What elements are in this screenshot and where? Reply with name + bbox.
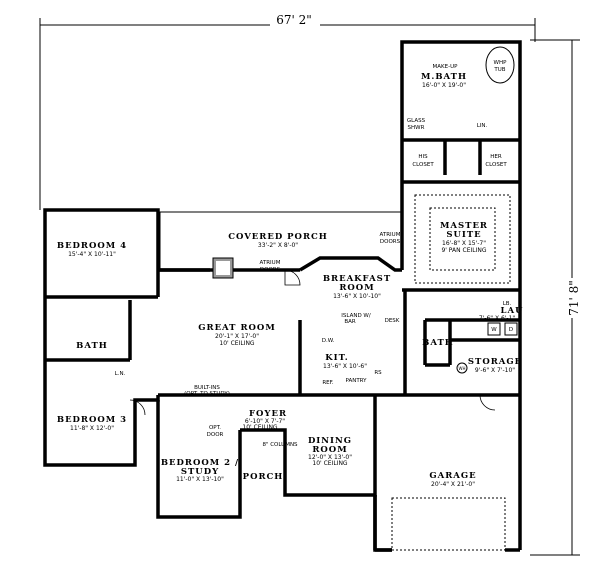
dining-room-label-2: ROOM <box>312 445 347 455</box>
width-dimension: 67' 2" <box>39 13 536 210</box>
breakfast-room-label: BREAKFAST <box>323 274 391 284</box>
foyer-size: 6'-10" X 7'-7" <box>245 418 285 425</box>
storage-label: STORAGE <box>468 357 522 367</box>
washer-icon <box>487 322 501 336</box>
covered-porch-size: 33'-2" X 8'-0" <box>258 242 298 249</box>
opt-door-label: OPT. <box>209 425 221 431</box>
washer-label: W <box>491 327 497 333</box>
water-heater-label: WH <box>459 366 466 371</box>
width-label: 67' 2" <box>276 13 312 27</box>
laundry-label: LAU <box>501 306 524 316</box>
her-closet-label-2: CLOSET <box>485 162 507 168</box>
foyer-label: FOYER <box>249 409 287 419</box>
master-bath-label: M.BATH <box>421 72 467 82</box>
master-suite-ceiling: 9' PAN CEILING <box>441 247 486 254</box>
bar-label: BAR <box>344 319 356 325</box>
dining-room-ceiling: 10' CEILING <box>312 460 348 467</box>
island-label: ISLAND W/ <box>341 313 371 319</box>
bedroom-3-label: BEDROOM 3 <box>57 415 127 425</box>
foyer-ceiling: 10' CEILING <box>242 424 278 431</box>
bath-label: BATH <box>422 338 454 348</box>
atrium-doors-label: ATRIUM <box>380 232 401 238</box>
breakfast-room-label-2: ROOM <box>339 283 374 293</box>
master-suite-size: 16'-8" X 15'-7" <box>442 240 486 247</box>
depth-label: 71' 8" <box>567 280 581 316</box>
master-suite-label: MASTER <box>440 221 488 231</box>
great-room-size: 20'-1" X 17'-0" <box>215 333 259 340</box>
door-icon <box>129 399 146 416</box>
bedroom-2-label: BEDROOM 2 / <box>161 458 239 468</box>
laundry-size: 7'-6" X 6'-1" <box>479 315 516 322</box>
his-closet-label-2: CLOSET <box>412 162 434 168</box>
refrigerator-label: REF. <box>322 380 334 386</box>
make-up-label: MAKE-UP <box>433 64 459 70</box>
bath-label: BATH <box>76 341 108 351</box>
linen-label: LIN. <box>477 123 488 129</box>
bedroom-2-size: 11'-0" X 13'-10" <box>176 476 224 483</box>
dryer-icon <box>504 322 518 336</box>
desk-label: DESK <box>385 318 400 324</box>
master-suite-label-2: SUITE <box>446 230 481 240</box>
kitchen-label: KIT. <box>325 353 349 363</box>
porch-label: PORCH <box>243 472 284 482</box>
garage-size: 20'-4" X 21'-0" <box>431 481 475 488</box>
depth-dimension: 71' 8" <box>530 39 581 556</box>
door-icon <box>479 394 496 411</box>
whirlpool-tub-icon <box>485 46 515 84</box>
bedroom-4-size: 15'-4" X 10'-11" <box>68 251 116 258</box>
dryer-label: D <box>509 327 513 333</box>
whp-label: WHP <box>494 60 508 66</box>
storage-size: 9'-6" X 7'-10" <box>475 367 515 374</box>
linen-label: L.N. <box>115 371 126 377</box>
his-closet-label: HIS <box>418 154 428 160</box>
pantry-label: PANTRY <box>345 378 367 384</box>
covered-porch-label: COVERED PORCH <box>228 232 328 242</box>
dishwasher-label: D.W. <box>322 338 335 344</box>
columns-label: 8" COLUMNS <box>262 442 298 448</box>
bedroom-3-size: 11'-8" X 12'-0" <box>70 425 114 432</box>
walls <box>43 40 522 552</box>
laundry-lb-label: LB. <box>503 301 512 307</box>
opt-door-label-2: DOOR <box>207 432 224 438</box>
garage-label: GARAGE <box>429 471 476 481</box>
atrium-doors-label-2: DOORS <box>380 239 401 245</box>
bedroom-4-label: BEDROOM 4 <box>57 241 127 251</box>
room-labels: MAKE-UP M.BATH 16'-0" X 19'-0" WHP TUB G… <box>57 60 524 488</box>
tub-label: TUB <box>493 67 505 73</box>
master-bath-size: 16'-0" X 19'-0" <box>422 82 466 89</box>
pan-ceiling <box>414 194 511 284</box>
built-ins-label-2: (OPT. TO STUDY) <box>184 391 230 397</box>
glass-label: GLASS <box>407 118 426 124</box>
study-label: STUDY <box>181 467 219 477</box>
shwr-label: SHWR <box>408 125 425 131</box>
built-ins-label: BUILT-INS <box>194 385 220 391</box>
range-label: RS <box>374 370 382 376</box>
her-closet-label: HER <box>490 154 502 160</box>
great-room-ceiling: 10' CEILING <box>219 340 255 347</box>
breakfast-room-size: 13'-6" X 10'-10" <box>333 293 381 300</box>
kitchen-size: 13'-6" X 10'-6" <box>323 363 367 370</box>
dining-room-size: 12'-0" X 13'-0" <box>308 454 352 461</box>
atrium-doors-label: ATRIUM <box>260 260 281 266</box>
atrium-doors-label-2: DOORS <box>260 267 281 273</box>
door-icon <box>284 269 301 286</box>
dining-room-label: DINING <box>308 436 352 446</box>
great-room-label: GREAT ROOM <box>198 323 276 333</box>
water-heater-icon <box>456 362 468 374</box>
